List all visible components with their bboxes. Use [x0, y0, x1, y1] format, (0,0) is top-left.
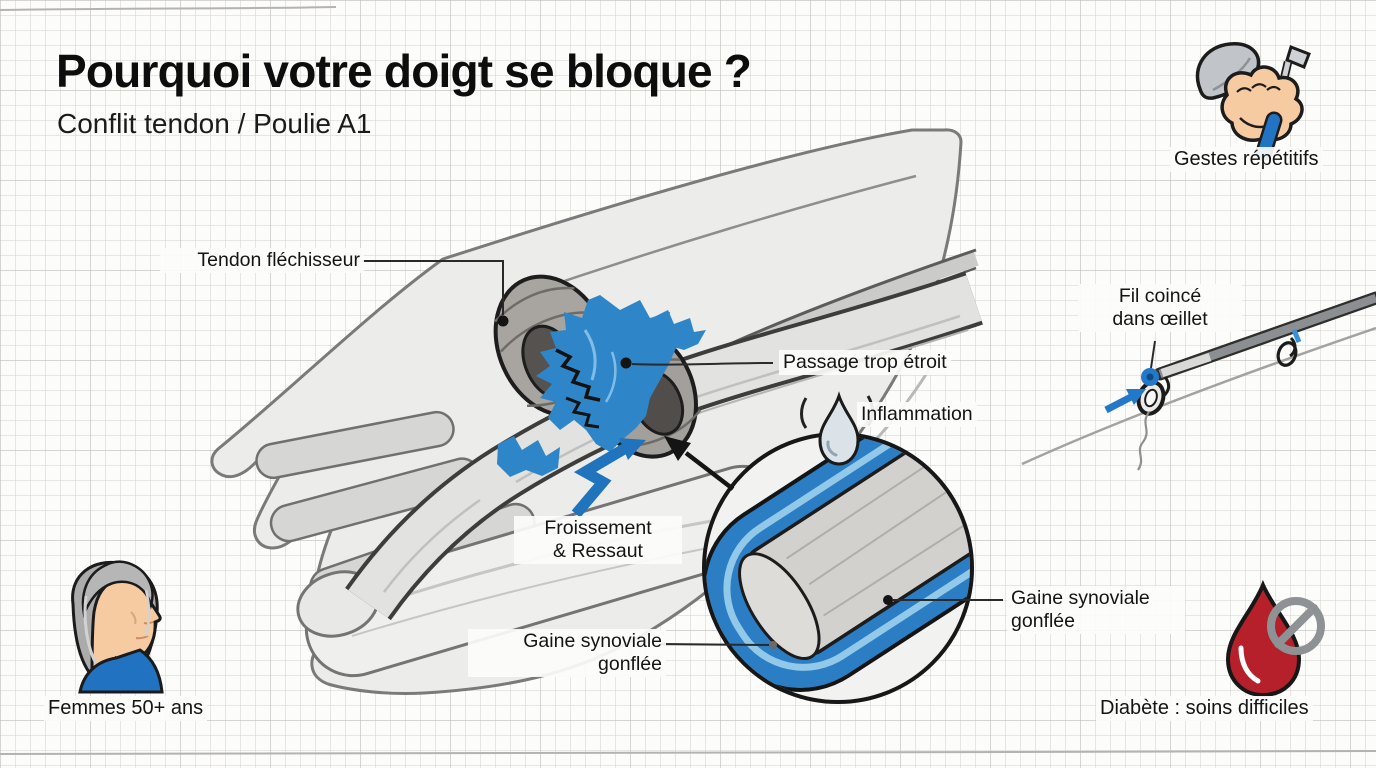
- page-title: Pourquoi votre doigt se bloque ?: [56, 45, 752, 97]
- tendon-end-face: [738, 552, 821, 661]
- label-swollen-sheath-left: Gaine synoviale gonflée: [468, 629, 666, 677]
- blue-direction-arrow: [1104, 389, 1146, 414]
- caption-repetitive-gestures: Gestes répétitifs: [1170, 147, 1323, 172]
- leader-sheath-left: [659, 643, 770, 646]
- blood-drop-no-icon: [1225, 579, 1325, 698]
- label-inflammation: Inflammation: [857, 402, 977, 427]
- blue-shirt: [78, 648, 164, 694]
- pointer-arrow: [664, 436, 735, 491]
- rod-eyelet-small: [1276, 341, 1298, 367]
- dot-flexor-tendon: [497, 315, 509, 327]
- dot-sheath-left: [769, 641, 777, 649]
- label-line-stuck-eyelet: Fil coincé dans œillet: [1078, 284, 1242, 332]
- a1-pulley: [493, 274, 706, 477]
- sketch-border-lines: [0, 6, 1376, 755]
- palm-inner-contour: [519, 174, 917, 298]
- leader-lines: [362, 260, 1156, 649]
- dot-sheath-right: [883, 595, 893, 605]
- caption-women-over-50: Femmes 50+ ans: [44, 696, 208, 721]
- label-narrow-passage: Passage trop étroit: [779, 350, 951, 375]
- prohibition-icon: [1267, 597, 1325, 655]
- hair-front: [81, 560, 154, 619]
- label-swollen-sheath-right: Gaine synoviale gonflée: [1007, 586, 1185, 634]
- screwdriver-tip: [1285, 45, 1311, 69]
- fishing-line: [1021, 326, 1376, 466]
- tangled-line-squiggle: [1137, 411, 1150, 471]
- caption-diabetes: Diabète : soins difficiles: [1096, 696, 1313, 721]
- page-subtitle: Conflit tendon / Poulie A1: [57, 108, 372, 139]
- label-flexor-tendon: Tendon fléchisseur: [160, 248, 364, 273]
- dot-narrow-passage: [620, 357, 632, 369]
- leader-flexor-tendon: [362, 260, 504, 315]
- leader-narrow-passage: [631, 362, 774, 366]
- older-woman-icon: [71, 560, 164, 694]
- hand-tools-icon: [1195, 42, 1311, 161]
- lightning-arrow-icon: [571, 438, 646, 518]
- label-friction-snapping: Froissement & Ressaut: [514, 516, 682, 564]
- leader-line-knot: [1150, 340, 1156, 369]
- inflamed-tendon-zone: [497, 295, 706, 477]
- fishing-rod-illustration: [1021, 291, 1376, 471]
- fist: [1220, 65, 1304, 142]
